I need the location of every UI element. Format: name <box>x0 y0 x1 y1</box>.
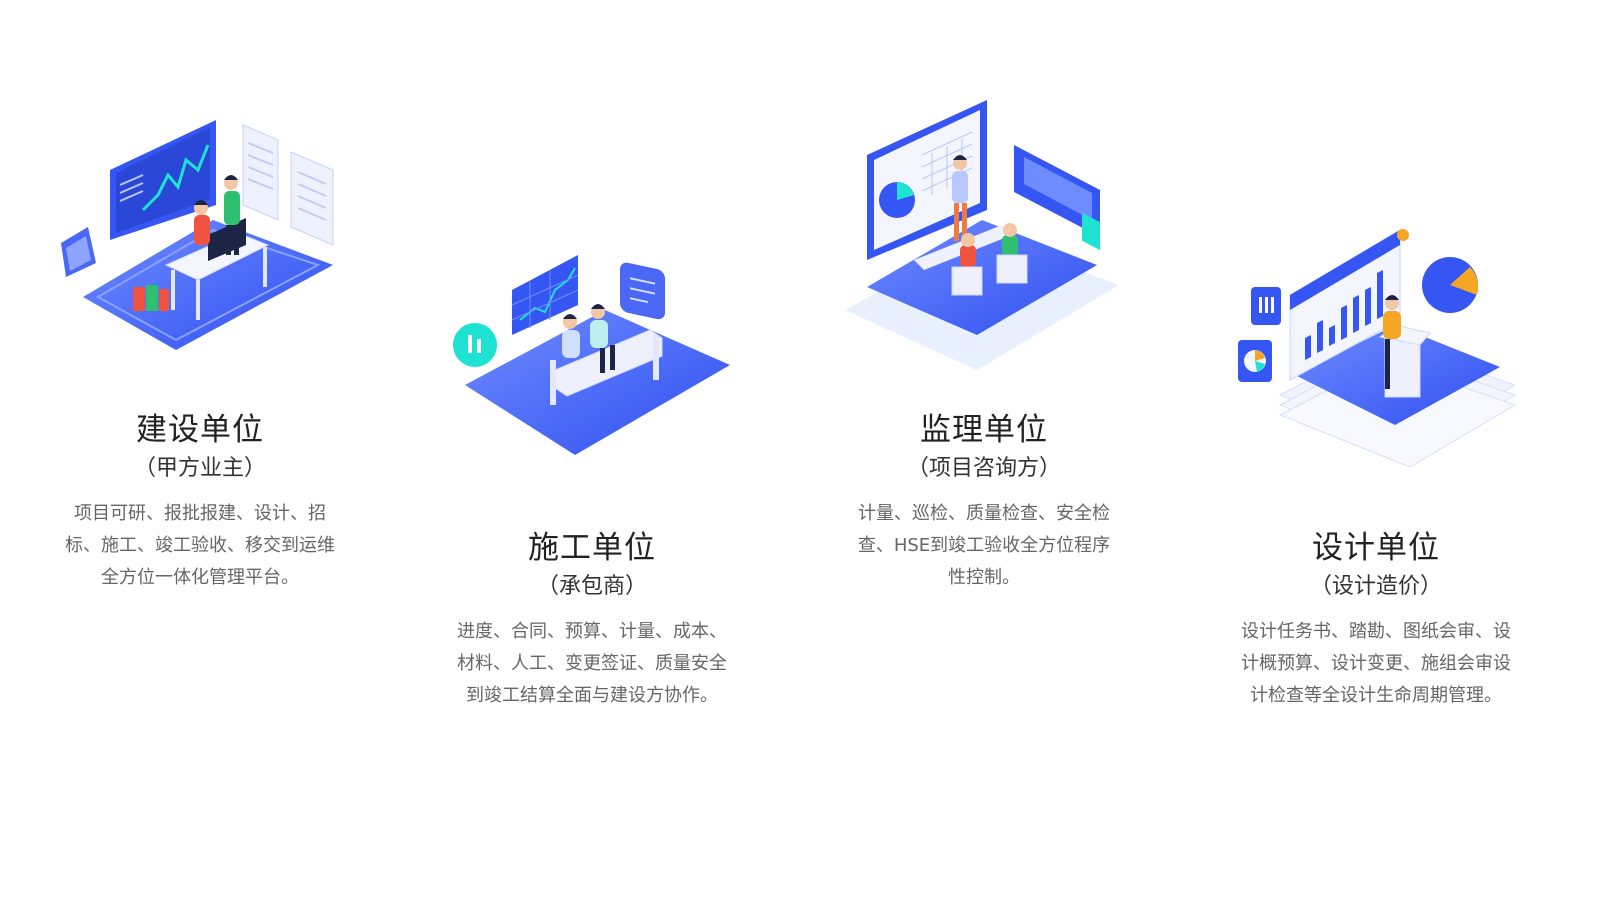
office-workstation-illustration <box>58 115 348 355</box>
card-construction-owner: 建设单位 （甲方业主） 项目可研、报批报建、设计、招标、施工、竣工验收、移交到运… <box>50 410 350 594</box>
card-subtitle: （项目咨询方） <box>906 456 1061 481</box>
card-subtitle: （甲方业主） <box>133 456 266 481</box>
card-description: 计量、巡检、质量检查、安全检查、HSE到竣工验收全方位程序性控制。 <box>857 503 1111 588</box>
supervision-presentation-illustration <box>842 95 1122 375</box>
card-subtitle: （承包商） <box>536 574 647 599</box>
card-design: 设计单位 （设计造价） 设计任务书、踏勘、图纸会审、设计概预算、设计变更、施组会… <box>1226 528 1526 712</box>
card-subtitle: （设计造价） <box>1309 574 1442 599</box>
card-description: 进度、合同、预算、计量、成本、材料、人工、变更签证、质量安全到竣工结算全面与建设… <box>457 621 727 706</box>
card-title: 设计单位 <box>1312 530 1440 566</box>
card-construction-contractor: 施工单位 （承包商） 进度、合同、预算、计量、成本、材料、人工、变更签证、质量安… <box>442 528 742 712</box>
card-title: 监理单位 <box>920 412 1048 448</box>
card-description: 项目可研、报批报建、设计、招标、施工、竣工验收、移交到运维全方位一体化管理平台。 <box>65 503 335 588</box>
design-analytics-podium-illustration <box>1235 225 1520 475</box>
card-description: 设计任务书、踏勘、图纸会审、设计概预算、设计变更、施组会审设计检查等全设计生命周… <box>1241 621 1511 706</box>
construction-team-meeting-illustration <box>450 250 740 460</box>
card-title: 建设单位 <box>136 412 264 448</box>
card-title: 施工单位 <box>528 530 656 566</box>
card-supervision: 监理单位 （项目咨询方） 计量、巡检、质量检查、安全检查、HSE到竣工验收全方位… <box>834 410 1134 594</box>
